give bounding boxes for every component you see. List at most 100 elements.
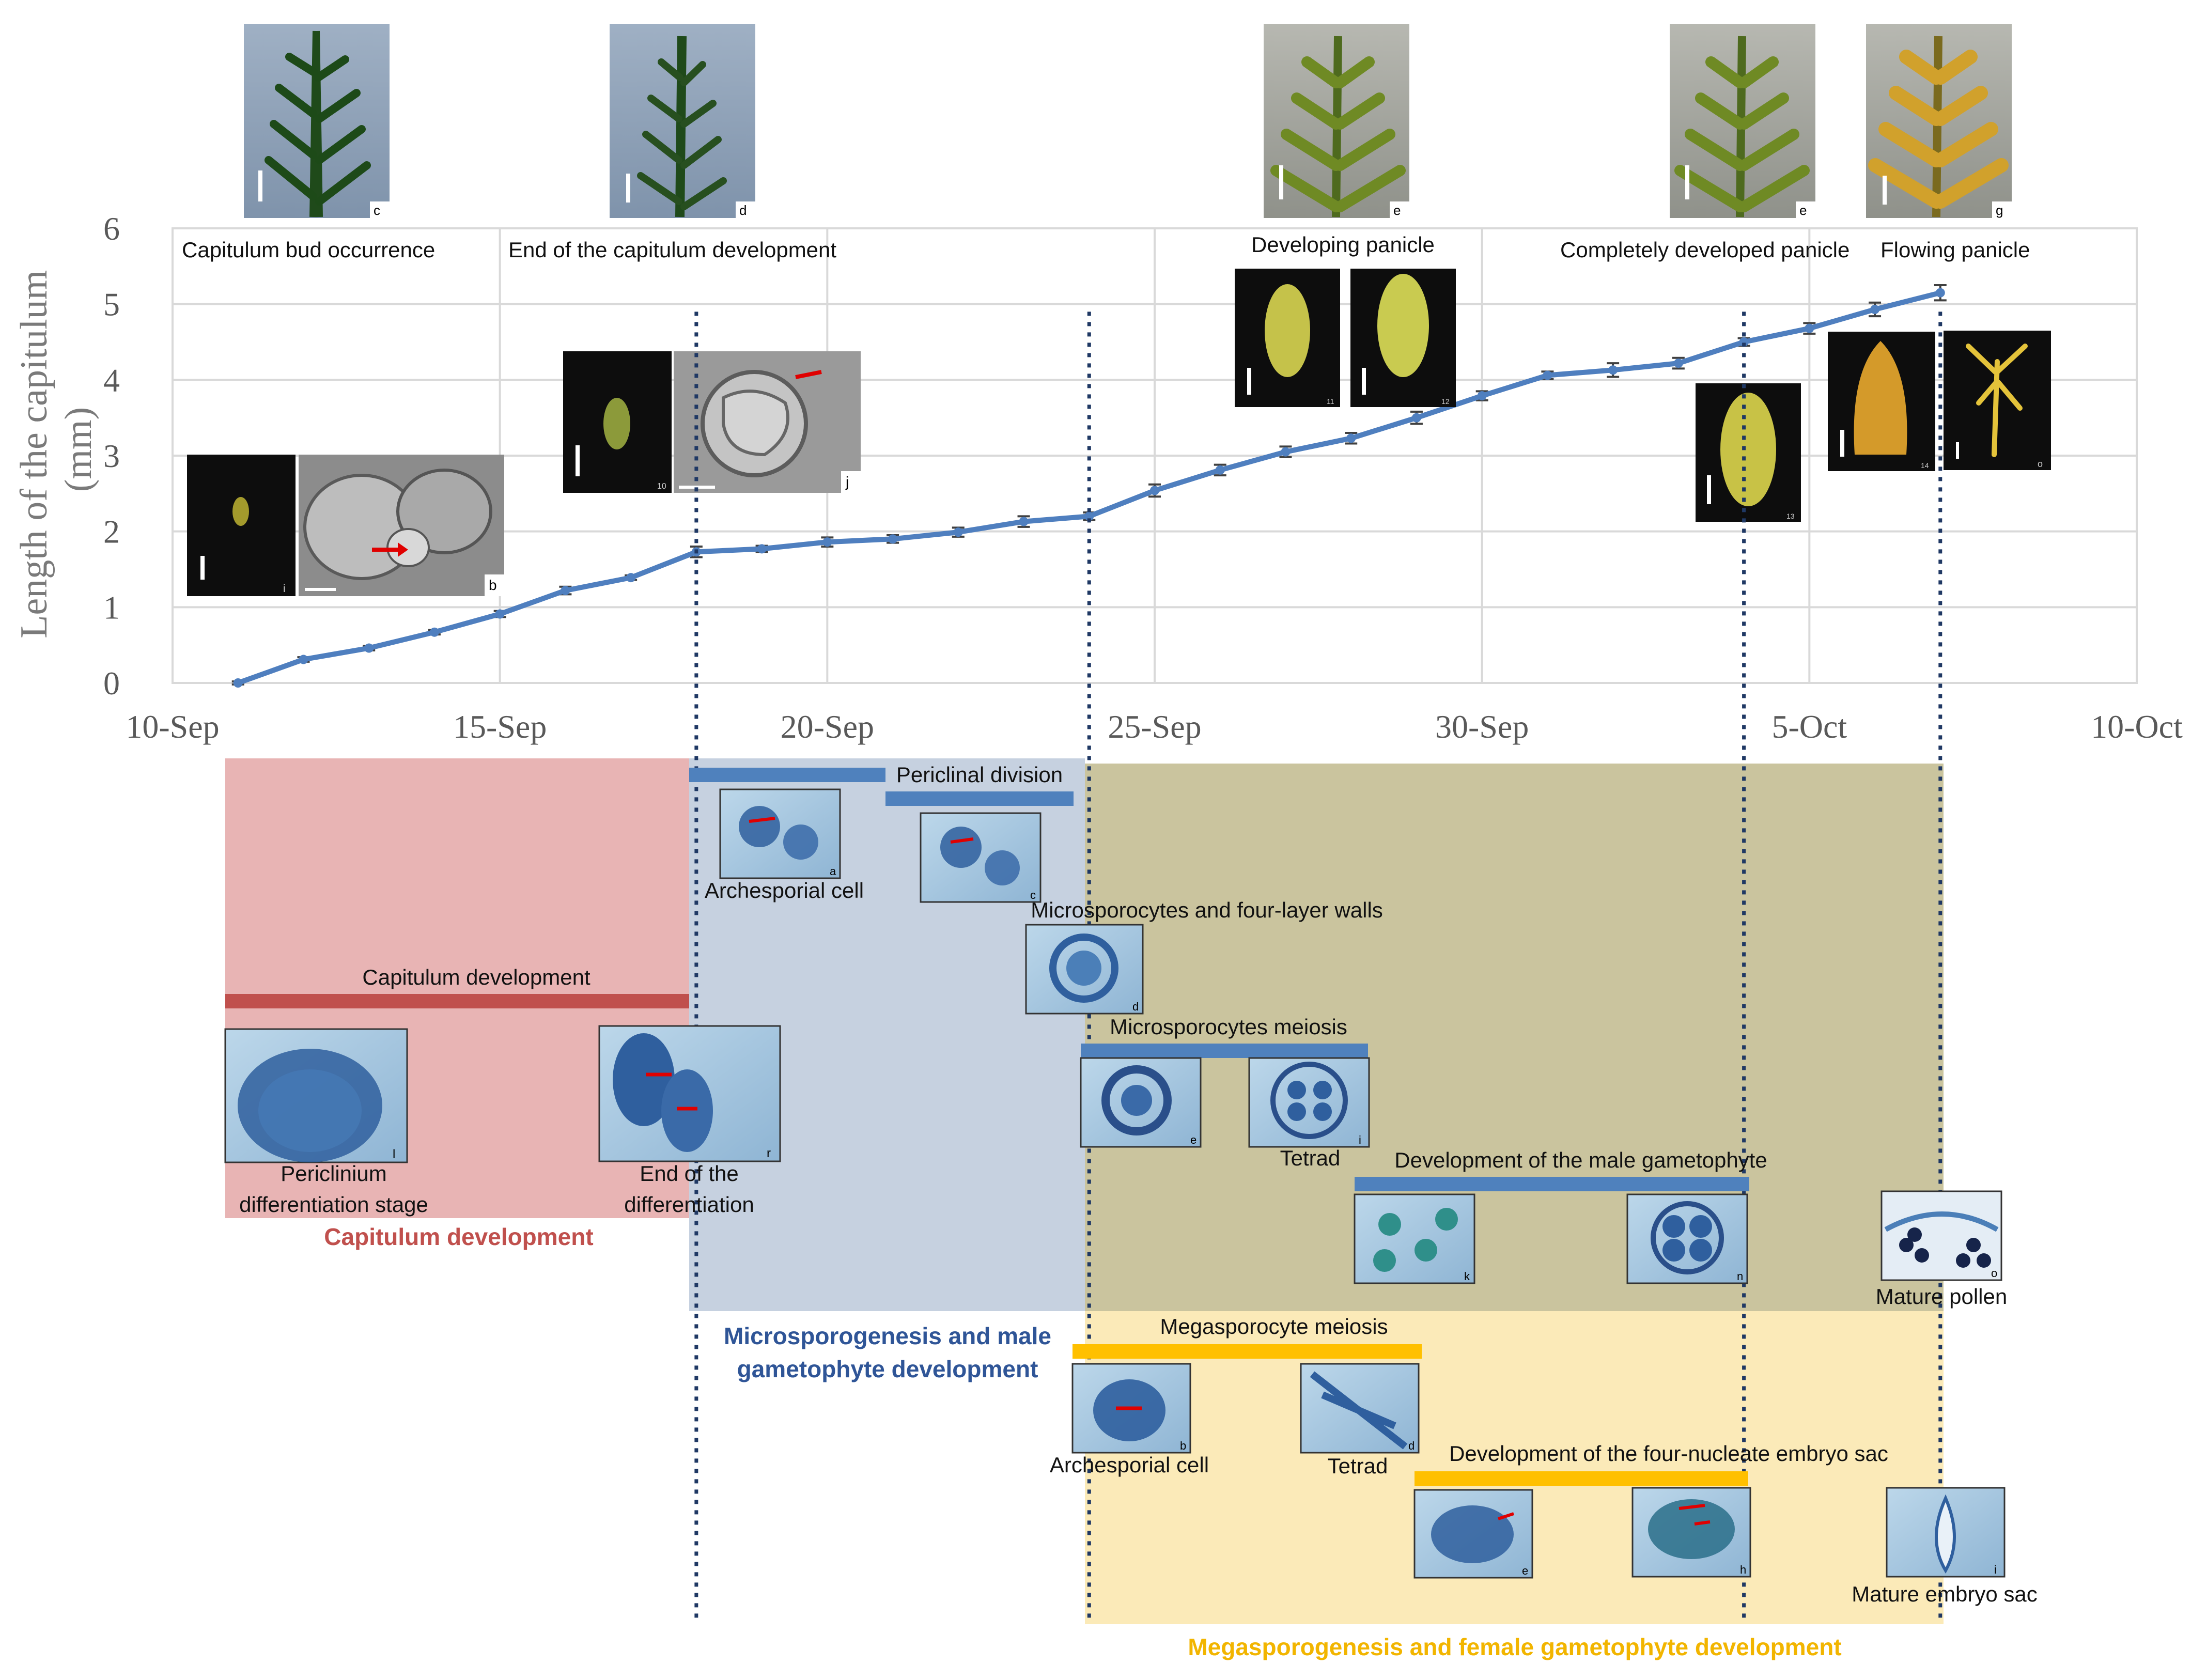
y-tick-label: 6 [103, 210, 120, 247]
micrograph-meg-i: i [1886, 1487, 2006, 1578]
label-mature-embryo-sac: Mature embryo sac [1852, 1582, 2037, 1606]
photo-letter-o: o [2038, 459, 2043, 469]
bud-photo-i: i [187, 455, 296, 596]
label-male-gametophyte: Development of the male gametophyte [1394, 1148, 1767, 1172]
bud-photo-10: 10 [563, 351, 672, 493]
micro-letter-k: k [1464, 1270, 1470, 1283]
bar-periclinal-division-a [689, 768, 885, 782]
sem-photo-b: b [299, 455, 504, 596]
data-point [1870, 304, 1880, 314]
bar-male-gametophyte [1355, 1177, 1749, 1191]
annotation-end-capitulum: End of the capitulum development [508, 238, 836, 262]
micrograph-mic-a: a [719, 788, 841, 879]
bar-megasporocyte-meiosis [1073, 1344, 1422, 1359]
y-tick-label: 1 [103, 589, 120, 626]
mega-letter-d: d [1408, 1439, 1415, 1452]
label-periclinium-1: Periclinium [281, 1161, 386, 1186]
label-tetrad-micro: Tetrad [1280, 1146, 1341, 1170]
micrographs: l r a c d [224, 788, 2006, 1579]
micrograph-meg-e: e [1413, 1489, 1533, 1579]
micrograph-mic-i: i [1248, 1057, 1370, 1148]
mega-letter-i: i [1994, 1563, 1997, 1576]
micrograph-mic-n: n [1626, 1193, 1748, 1284]
x-tick-label: 10-Sep [126, 708, 219, 745]
label-archesporial-mega: Archesporial cell [1050, 1453, 1209, 1477]
micro-letter-r: r [767, 1146, 771, 1160]
y-axis-label: Length of the capitulum (mm) [13, 260, 100, 639]
data-points [233, 288, 1945, 688]
plant-photo-g: g [1866, 24, 2012, 218]
timeline-bars [225, 768, 1749, 1486]
micrograph-mic-k: k [1354, 1193, 1475, 1284]
label-periclinal-division: Periclinal division [896, 763, 1063, 787]
data-point [626, 573, 636, 583]
data-point [561, 586, 570, 596]
x-tick-label: 30-Sep [1435, 708, 1529, 745]
label-megasporocyte-meiosis: Megasporocyte meiosis [1160, 1314, 1388, 1339]
data-point [1805, 323, 1814, 333]
mega-letter-e: e [1522, 1564, 1528, 1577]
photo-letter-g: g [1996, 203, 2003, 218]
x-tick-label: 5-Oct [1771, 708, 1847, 745]
label-microsporocytes-meiosis: Microsporocytes meiosis [1110, 1015, 1347, 1039]
micrograph-meg-d: d [1300, 1363, 1420, 1454]
data-point [1411, 413, 1421, 423]
region-title-mega: Megasporogenesis and female gametophyte … [1188, 1634, 1841, 1660]
mega-letter-h: h [1740, 1563, 1746, 1576]
region-title-capitulum: Capitulum development [324, 1223, 593, 1250]
bud-photo-13: 13 [1696, 383, 1801, 522]
micrograph-cap-r: r [598, 1025, 781, 1162]
photo-letter-14: 14 [1921, 461, 1929, 470]
bud-photo-12: 12 [1350, 269, 1456, 407]
data-point [757, 544, 767, 554]
x-tick-label: 25-Sep [1108, 708, 1201, 745]
data-point [233, 678, 243, 688]
annotation-developing-panicle: Developing panicle [1251, 232, 1435, 257]
data-point [822, 537, 832, 547]
photo-letter-j: j [845, 474, 849, 490]
label-capitulum-development-bar: Capitulum development [362, 965, 590, 989]
data-point [1543, 370, 1552, 380]
data-point [429, 627, 439, 637]
micro-letter-o: o [1991, 1267, 1997, 1280]
data-point [495, 609, 505, 619]
y-axis-label-line1: Length of the capitulum [13, 270, 55, 639]
photo-letter-12: 12 [1441, 397, 1450, 406]
mega-letter-b: b [1180, 1439, 1186, 1452]
bar-embryo-sac [1415, 1471, 1748, 1486]
plant-photo-e2: e [1670, 24, 1815, 218]
x-tick-label: 15-Sep [453, 708, 547, 745]
annotation-bud-occurrence: Capitulum bud occurrence [182, 238, 435, 262]
photo-letter-11: 11 [1327, 397, 1334, 406]
data-point [1281, 447, 1291, 457]
photo-letter-d: d [739, 203, 747, 218]
annotation-developed-panicle: Completely developed panicle [1560, 238, 1849, 262]
label-end-diff-1: End of the [640, 1161, 738, 1186]
plant-photo-e1: e [1264, 24, 1409, 218]
label-end-diff-2: differentiation [624, 1192, 754, 1217]
data-point [364, 643, 374, 653]
data-point [1935, 288, 1945, 298]
label-archesporial-micro: Archesporial cell [705, 878, 864, 903]
y-tick-label: 0 [103, 665, 120, 702]
data-point [1477, 391, 1487, 401]
bud-photo-11: 11 [1235, 269, 1340, 407]
data-point [888, 534, 898, 544]
photo-letter-e2: e [1799, 203, 1807, 218]
micrograph-meg-b: b [1071, 1363, 1191, 1454]
data-point [1608, 365, 1618, 375]
stage-markers [694, 312, 1942, 1622]
y-axis-label-line2: (mm) [57, 407, 100, 492]
photo-letter-i: i [283, 583, 285, 595]
micrograph-mic-e: e [1080, 1057, 1202, 1148]
x-tick-label: 10-Oct [2091, 708, 2183, 745]
y-tick-label: 2 [103, 514, 120, 550]
y-tick-label: 4 [103, 362, 120, 398]
bud-photos: i b 10 j [187, 269, 2051, 596]
data-point [1346, 433, 1356, 443]
bar-capitulum-development [225, 994, 689, 1008]
